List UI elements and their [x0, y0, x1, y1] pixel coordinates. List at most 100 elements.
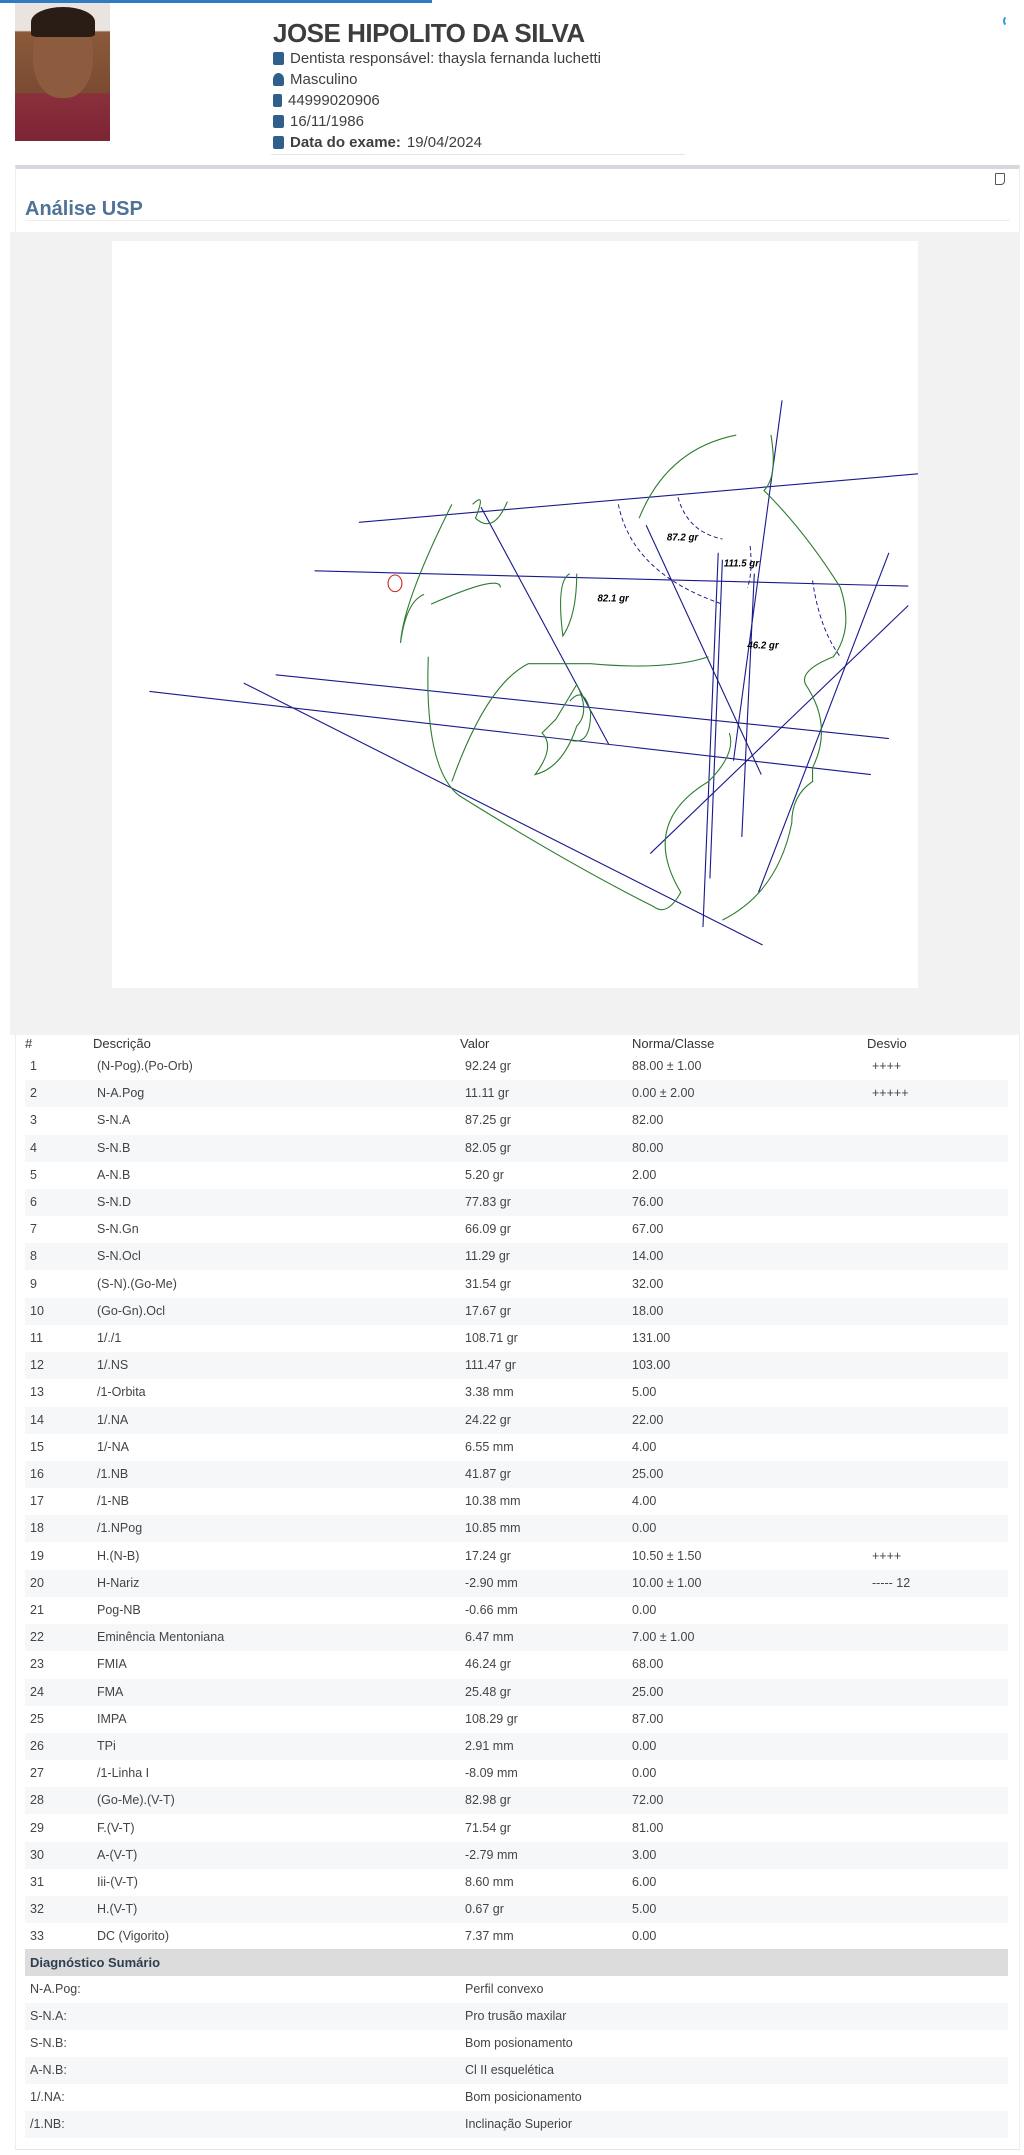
tooth-trace	[533, 683, 585, 776]
angle-arc	[812, 580, 841, 658]
mandible-trace	[427, 656, 732, 911]
row-norm: 80.00	[632, 1140, 664, 1155]
row-description: 1/./1	[97, 1331, 122, 1345]
row-number: 32	[30, 1902, 44, 1917]
row-description: S-N.D	[97, 1195, 132, 1209]
profile-line	[757, 552, 890, 893]
row-value: 46.24 gr	[465, 1657, 511, 1672]
col-header-norm: Norma/Classe	[632, 1036, 715, 1051]
row-value: 77.83 gr	[465, 1195, 511, 1209]
row-description: 1/.NS	[97, 1358, 129, 1373]
row-norm: 18.00	[632, 1303, 664, 1318]
summary-measure: A-N.B:	[30, 2063, 67, 2077]
row-norm: 68.00	[632, 1657, 664, 1672]
row-value: 71.54 gr	[465, 1820, 511, 1835]
exam-date-info: Data do exame:19/04/2024	[273, 134, 482, 151]
summary-diagnosis: Pro trusão maxilar	[465, 2009, 567, 2023]
row-description: FMIA	[97, 1657, 127, 1672]
row-description: H.(V-T)	[97, 1902, 138, 1917]
row-norm: 2.00	[632, 1167, 657, 1182]
note-icon[interactable]	[995, 173, 1005, 185]
col-header-number: #	[25, 1036, 33, 1051]
angle-arc	[677, 497, 723, 540]
phone-info: 44999020906	[273, 92, 380, 109]
row-norm: 0.00	[632, 1929, 657, 1944]
row-number: 17	[30, 1494, 44, 1509]
row-norm: 5.00	[632, 1385, 657, 1400]
row-description: Eminência Mentoniana	[97, 1630, 225, 1645]
row-number: 9	[30, 1276, 37, 1291]
row-description: N-A.Pog	[97, 1086, 145, 1101]
user-icon	[273, 73, 284, 86]
summary-measure: /1.NB:	[30, 2117, 65, 2131]
row-number: 19	[30, 1548, 44, 1563]
row-value: 7.37 mm	[465, 1929, 514, 1944]
row-number: 4	[30, 1140, 37, 1155]
row-description: /1.NPog	[97, 1521, 143, 1536]
porion-marker	[387, 574, 403, 593]
palate-trace	[451, 656, 709, 782]
row-norm: 0.00	[632, 1521, 657, 1536]
row-norm: 0.00	[632, 1766, 657, 1781]
divider	[271, 154, 685, 155]
row-norm: 6.00	[632, 1875, 657, 1889]
row-description: S-N.Ocl	[97, 1249, 141, 1264]
row-number: 29	[30, 1820, 44, 1835]
summary-header: Diagnóstico Sumário	[25, 1949, 1008, 1976]
row-number: 22	[30, 1630, 44, 1645]
row-number: 8	[30, 1249, 37, 1264]
skull-trace	[399, 504, 501, 643]
divider	[25, 220, 1010, 221]
row-number: 14	[30, 1412, 44, 1427]
row-value: 92.24 gr	[465, 1059, 511, 1073]
row-norm: 3.00	[632, 1847, 657, 1862]
row-value: 87.25 gr	[465, 1113, 511, 1128]
summary-row: 1/.NA:Bom posicionamento	[25, 2084, 1008, 2111]
row-description: (Go-Me).(V-T)	[97, 1793, 175, 1808]
summary-diagnosis: Inclinação Superior	[465, 2117, 573, 2131]
na-line	[645, 524, 762, 775]
tooth-icon	[273, 52, 284, 65]
row-value: 17.24 gr	[465, 1548, 511, 1563]
row-number: 16	[30, 1467, 44, 1481]
row-norm: 7.00 ± 1.00	[632, 1630, 695, 1645]
row-norm: 72.00	[632, 1793, 664, 1808]
row-deviation: ----- 12	[872, 1575, 911, 1590]
row-description: H.(N-B)	[97, 1548, 140, 1563]
row-norm: 4.00	[632, 1494, 657, 1509]
row-value: 8.60 mm	[465, 1875, 514, 1889]
row-description: /1.NB	[97, 1467, 129, 1481]
row-description: (S-N).(Go-Me)	[97, 1276, 177, 1291]
summary-diagnosis: Cl II esquelética	[465, 2063, 554, 2077]
row-norm: 25.00	[632, 1467, 664, 1481]
gender-text: Masculino	[290, 71, 358, 88]
summary-diagnosis: Bom posionamento	[465, 2036, 573, 2050]
row-number: 27	[30, 1766, 44, 1781]
summary-measure: S-N.A:	[30, 2009, 67, 2023]
row-norm: 0.00	[632, 1739, 657, 1753]
row-norm: 10.50 ± 1.50	[632, 1548, 702, 1563]
row-description: A-(V-T)	[97, 1847, 138, 1862]
row-deviation: ++++	[872, 1059, 902, 1073]
col-header-value: Valor	[460, 1036, 490, 1051]
row-description: IMPA	[97, 1711, 127, 1726]
row-value: 10.38 mm	[465, 1494, 521, 1509]
row-description: /1-NB	[97, 1494, 129, 1509]
row-number: 28	[30, 1793, 44, 1808]
row-number: 20	[30, 1575, 44, 1590]
row-description: F.(V-T)	[97, 1820, 135, 1835]
dentist-info: Dentista responsável: thaysla fernanda l…	[273, 50, 601, 67]
